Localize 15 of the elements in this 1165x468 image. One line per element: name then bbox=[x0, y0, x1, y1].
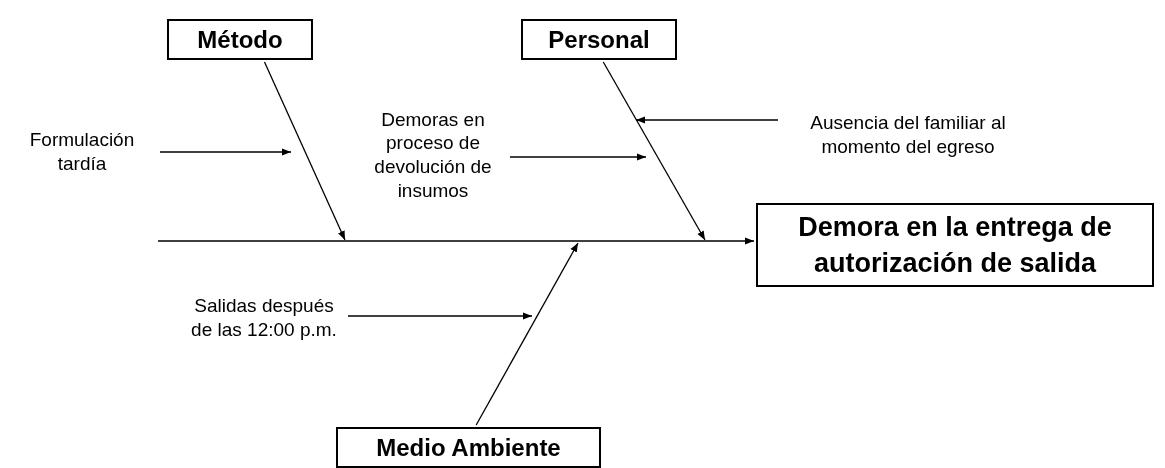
cause-arrow bbox=[347, 312, 533, 320]
cause-label: Salidas después de las 12:00 p.m. bbox=[182, 286, 346, 350]
effect-box: Demora en la entrega de autorización de salida bbox=[756, 203, 1154, 287]
cause-category-box: Medio Ambiente bbox=[336, 427, 601, 468]
bone-arrow bbox=[263, 61, 346, 241]
spine-arrow bbox=[157, 237, 755, 245]
bone-arrow bbox=[475, 242, 579, 426]
cause-arrow bbox=[635, 116, 779, 124]
cause-arrow bbox=[159, 148, 292, 156]
cause-arrow bbox=[509, 153, 647, 161]
bone-arrow bbox=[602, 61, 706, 241]
cause-label: Demoras en proceso de devolución de insumos bbox=[358, 92, 508, 218]
cause-category-box: Personal bbox=[521, 19, 677, 60]
cause-label: Formulación tardía bbox=[6, 122, 158, 182]
cause-category-box: Método bbox=[167, 19, 313, 60]
